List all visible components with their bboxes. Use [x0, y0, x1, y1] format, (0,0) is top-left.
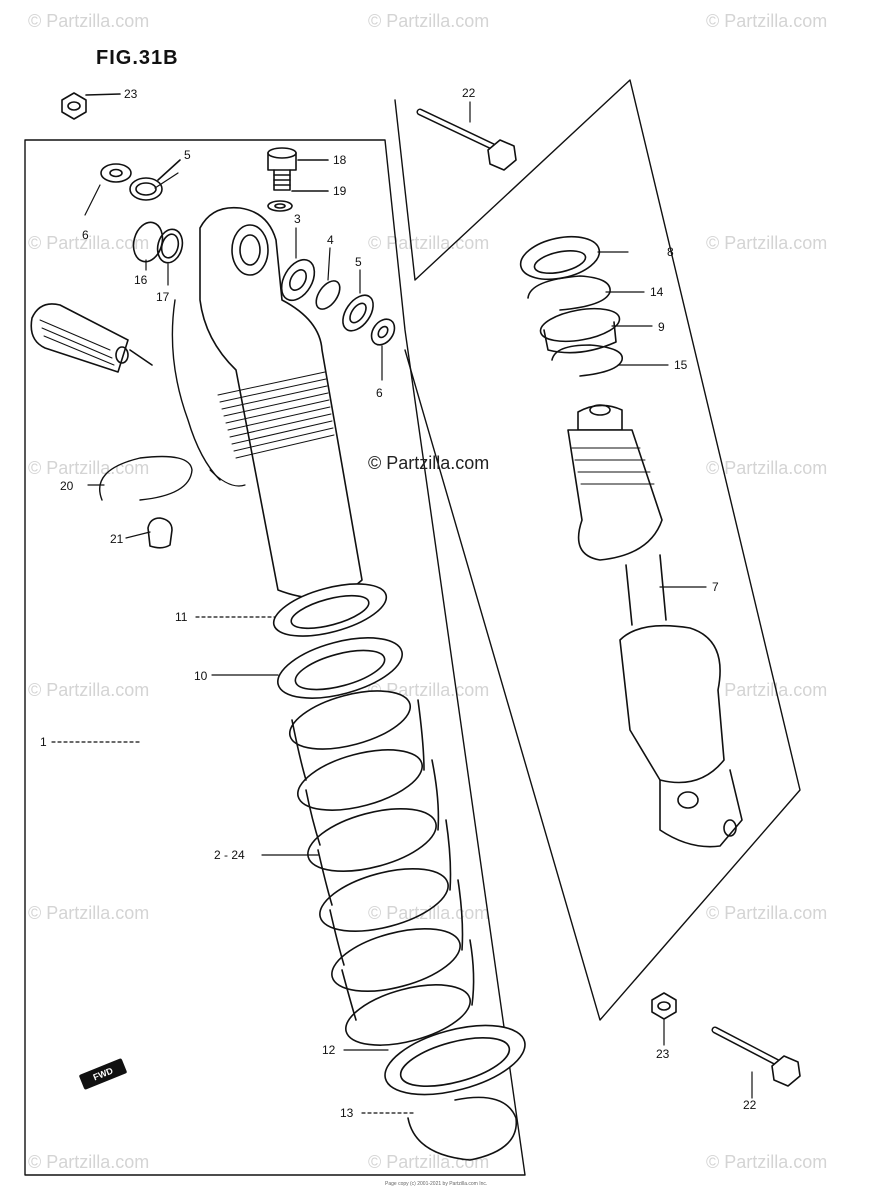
washer-19 — [267, 200, 293, 212]
callout-4: 4 — [327, 233, 334, 247]
callout-10: 10 — [194, 669, 208, 683]
watermark: © Partzilla.com — [368, 1152, 490, 1172]
reservoir — [30, 303, 129, 373]
callout-19: 19 — [333, 184, 347, 198]
watermark: © Partzilla.com — [28, 680, 150, 700]
watermark: © Partzilla.com — [706, 903, 828, 923]
watermark: © Partzilla.com — [368, 233, 490, 253]
ring-17 — [156, 228, 184, 264]
leader-lines — [51, 101, 753, 1114]
callout-3: 3 — [294, 212, 301, 226]
lock-nut-11 — [272, 583, 388, 637]
nut-23-bottom — [651, 992, 677, 1020]
callout-8: 8 — [667, 245, 674, 259]
callout-6-left: 6 — [82, 228, 89, 242]
center-watermark: © Partzilla.com — [368, 453, 490, 473]
callout-7: 7 — [712, 580, 719, 594]
main-assembly-outline — [24, 139, 526, 1176]
callout-2-24: 2 - 24 — [214, 848, 245, 862]
shock-upper-body — [171, 206, 363, 599]
watermark: © Partzilla.com — [706, 11, 828, 31]
adjuster-nut-10 — [277, 637, 403, 699]
ring-4 — [315, 280, 341, 310]
callout-14: 14 — [650, 285, 664, 299]
callout-23-top: 23 — [124, 87, 138, 101]
watermark: © Partzilla.com — [28, 458, 150, 478]
watermark: © Partzilla.com — [368, 11, 490, 31]
figure-title: FIG.31B — [96, 47, 179, 69]
watermark: © Partzilla.com — [28, 1152, 150, 1172]
callout-21: 21 — [110, 532, 124, 546]
ring-15 — [551, 344, 623, 377]
watermark: © Partzilla.com — [706, 680, 828, 700]
bushing-3 — [280, 258, 316, 302]
copyright-footer: Page copy (c) 2001-2021 by Partzilla.com… — [385, 1181, 488, 1187]
bolt-22-top — [416, 108, 517, 171]
callout-5-right: 5 — [355, 255, 362, 269]
watermark: © Partzilla.com — [368, 903, 490, 923]
cap-21 — [147, 517, 173, 549]
damper-assembly-outline — [394, 79, 801, 1021]
washer-6-left — [100, 163, 132, 183]
spring-seat-12 — [384, 1024, 526, 1096]
watermark: © Partzilla.com — [28, 233, 150, 253]
callout-16: 16 — [134, 273, 148, 287]
callout-1: 1 — [40, 735, 47, 749]
watermark: © Partzilla.com — [28, 11, 150, 31]
callout-20: 20 — [60, 479, 74, 493]
collar-9 — [539, 307, 621, 354]
clip-13 — [407, 1096, 518, 1161]
watermark: © Partzilla.com — [706, 1152, 828, 1172]
callout-15: 15 — [674, 358, 688, 372]
nut-23-top — [61, 92, 87, 120]
washer-6-right — [370, 318, 396, 346]
watermark: © Partzilla.com — [706, 458, 828, 478]
callout-9: 9 — [658, 320, 665, 334]
callout-22-top: 22 — [462, 86, 476, 100]
bolt-22-bottom — [711, 1026, 801, 1087]
watermark: © Partzilla.com — [706, 233, 828, 253]
seal-5-left — [129, 177, 163, 201]
callout-6-right: 6 — [376, 386, 383, 400]
ring-14 — [527, 275, 611, 311]
coil-spring — [288, 690, 475, 1046]
ring-16 — [132, 221, 164, 263]
callout-18: 18 — [333, 153, 347, 167]
callout-5-left: 5 — [184, 148, 191, 162]
seal-5-right — [342, 294, 374, 332]
callout-22-bottom: 22 — [743, 1098, 757, 1112]
callout-11: 11 — [175, 610, 188, 624]
callout-12: 12 — [322, 1043, 336, 1057]
bolt-18 — [267, 147, 297, 191]
callout-13: 13 — [340, 1106, 354, 1120]
callout-23-bottom: 23 — [656, 1047, 670, 1061]
callout-17: 17 — [156, 290, 170, 304]
circlip-20 — [99, 455, 193, 501]
watermark: © Partzilla.com — [28, 903, 150, 923]
damper-rod-7 — [567, 404, 743, 848]
